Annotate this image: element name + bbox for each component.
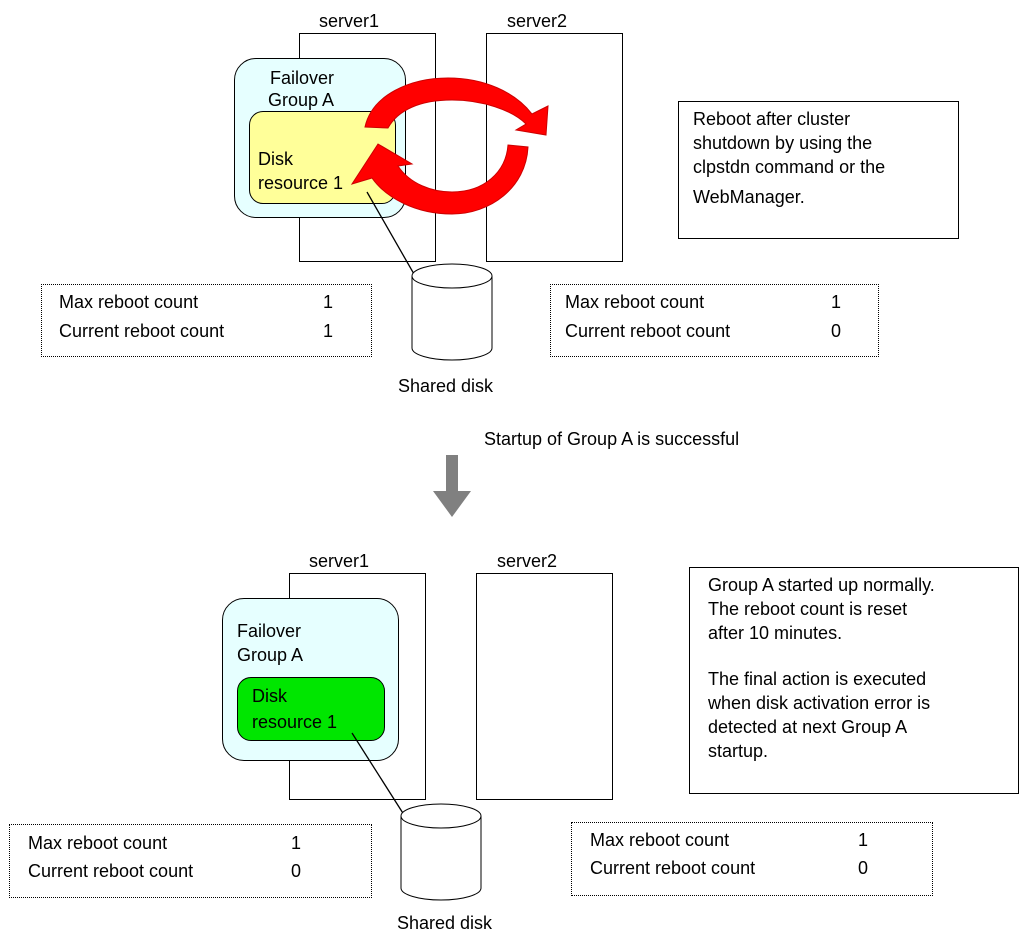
top-note-line: clpstdn command or the: [693, 157, 886, 177]
top-server2-box: [486, 33, 623, 262]
top-shared-disk-label: Shared disk: [398, 376, 494, 396]
bottom-resource-label-line2: resource 1: [252, 712, 338, 732]
bottom-disk-resource: [237, 677, 385, 741]
bottom-shared-disk-label: Shared disk: [397, 913, 493, 933]
bottom-note-line: startup.: [708, 741, 769, 761]
top-server1-counter: Max reboot count 1 Current reboot count …: [41, 284, 372, 357]
max-reboot-label: Max reboot count: [565, 292, 705, 312]
max-reboot-label: Max reboot count: [590, 830, 730, 850]
bottom-note-line: The reboot count is reset: [708, 599, 908, 619]
current-reboot-label: Current reboot count: [565, 321, 731, 341]
bottom-group-label-line2: Group A: [237, 645, 304, 665]
bottom-server1-label: server1: [309, 551, 370, 571]
bottom-shared-disk-icon: [400, 803, 482, 901]
bottom-server1-counter: Max reboot count 1 Current reboot count …: [9, 824, 372, 898]
bottom-server2-box: [476, 573, 613, 800]
max-reboot-label: Max reboot count: [59, 292, 199, 312]
top-note-line: WebManager.: [693, 187, 805, 207]
bottom-resource-label-line1: Disk: [252, 686, 287, 706]
top-shared-disk-icon: [411, 263, 493, 361]
top-note-line: Reboot after cluster: [693, 109, 851, 129]
failover-arrow-left-icon: [350, 143, 529, 215]
top-note-line: shutdown by using the: [693, 133, 873, 153]
transition-arrow-icon: [433, 455, 471, 517]
top-failover-arrow: [350, 77, 549, 215]
top-server1-label: server1: [319, 11, 380, 31]
bottom-note-line: Group A started up normally.: [708, 575, 935, 595]
max-reboot-value: 1: [858, 830, 869, 850]
top-group-label-line2: Group A: [268, 90, 335, 110]
max-reboot-value: 1: [323, 292, 334, 312]
current-reboot-label: Current reboot count: [59, 321, 225, 341]
bottom-note-line: when disk activation error is: [708, 693, 931, 713]
max-reboot-value: 1: [291, 833, 302, 853]
top-note-box: Reboot after cluster shutdown by using t…: [678, 101, 959, 239]
current-reboot-value: 0: [831, 321, 842, 341]
current-reboot-value: 0: [858, 858, 869, 878]
bottom-server2-counter: Max reboot count 1 Current reboot count …: [571, 822, 933, 896]
bottom-note-line: detected at next Group A: [708, 717, 908, 737]
bottom-note-box: Group A started up normally. The reboot …: [689, 567, 1019, 794]
current-reboot-label: Current reboot count: [590, 858, 756, 878]
top-server2-counter: Max reboot count 1 Current reboot count …: [550, 284, 879, 357]
current-reboot-value: 0: [291, 861, 302, 881]
max-reboot-value: 1: [831, 292, 842, 312]
bottom-note-line: after 10 minutes.: [708, 623, 843, 643]
bottom-server2-label: server2: [497, 551, 558, 571]
transition-label: Startup of Group A is successful: [484, 429, 740, 449]
failover-arrow-right-icon: [364, 77, 549, 136]
top-group-label-line1: Failover: [270, 68, 335, 88]
bottom-note-line: The final action is executed: [708, 669, 927, 689]
top-resource-label-line2: resource 1: [258, 173, 344, 193]
top-server2-label: server2: [507, 11, 568, 31]
bottom-group-label-line1: Failover: [237, 621, 302, 641]
top-resource-label-line1: Disk: [258, 149, 293, 169]
current-reboot-value: 1: [323, 321, 334, 341]
current-reboot-label: Current reboot count: [28, 861, 194, 881]
max-reboot-label: Max reboot count: [28, 833, 168, 853]
